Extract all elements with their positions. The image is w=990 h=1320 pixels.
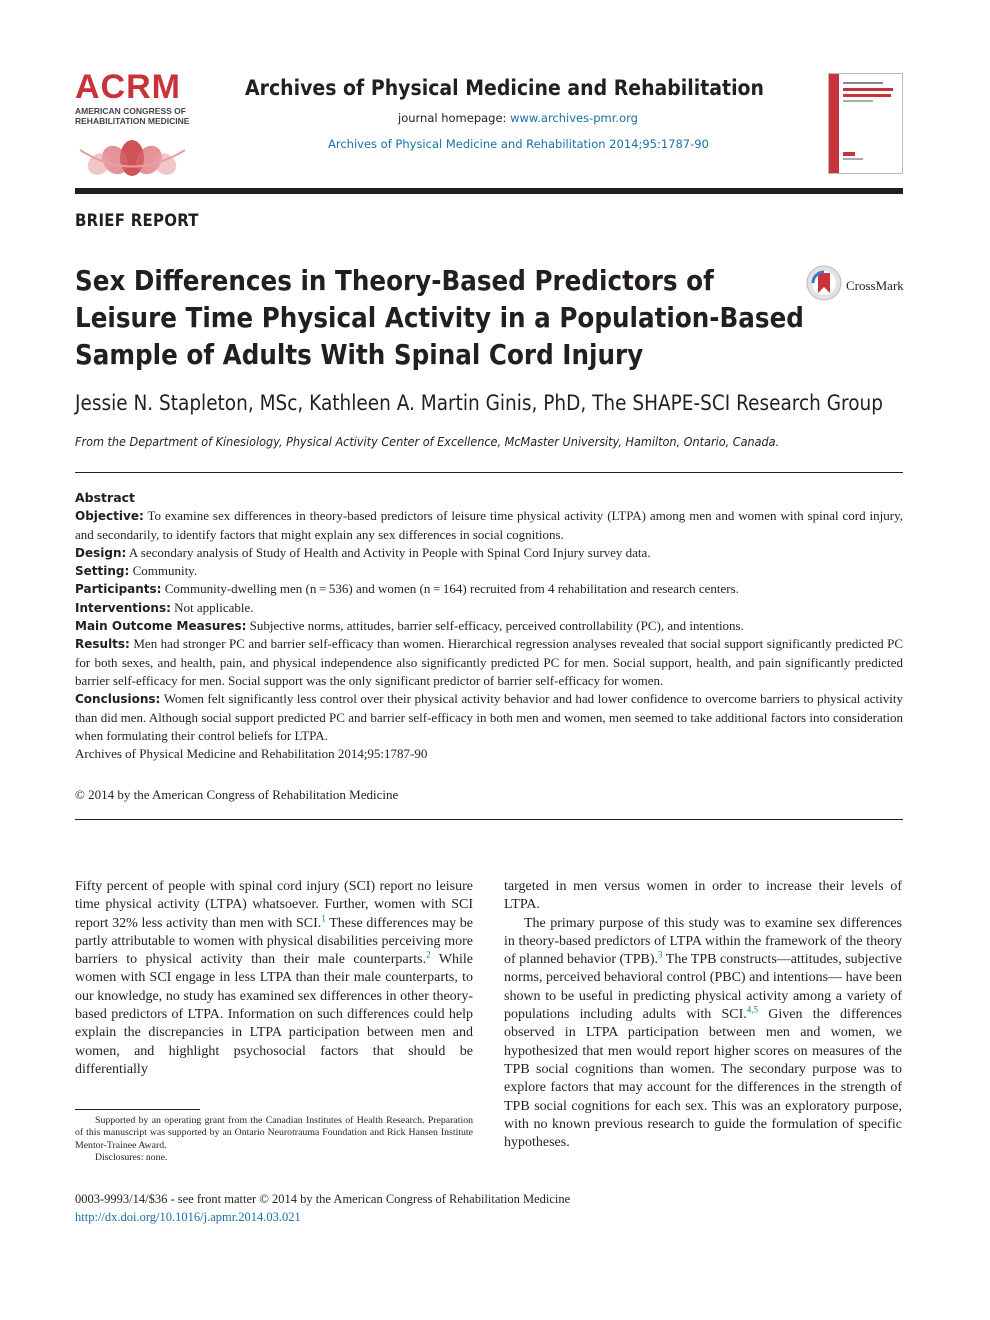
title-line: Sex Differences in Theory-Based Predicto…: [75, 264, 714, 297]
conclusions-text: Women felt significantly less control ov…: [75, 691, 903, 743]
article-type-label: BRIEF REPORT: [75, 211, 199, 231]
body-text: These differences may be partly attribut…: [75, 915, 473, 968]
disclosures-footnote: Disclosures: none.: [95, 1151, 168, 1163]
crossmark-icon[interactable]: [806, 265, 842, 301]
body-text: Fifty percent of people with spinal cord…: [75, 879, 473, 931]
logo-subtitle-line1: AMERICAN CONGRESS OF: [75, 106, 186, 116]
design-text: A secondary analysis of Study of Health …: [128, 544, 651, 560]
abstract-setting: Setting: Community.: [75, 562, 903, 580]
title-line: Leisure Time Physical Activity in a Popu…: [75, 301, 804, 334]
abstract-design: Design: A secondary analysis of Study of…: [75, 544, 903, 562]
interventions-label: Interventions:: [75, 600, 171, 615]
logo-subtitle-line2: REHABILITATION MEDICINE: [75, 116, 190, 126]
participants-label: Participants:: [75, 582, 162, 597]
results-label: Results:: [75, 637, 130, 652]
outcome-label: Main Outcome Measures:: [75, 619, 247, 634]
body-text: While women with SCI engage in less LTPA…: [75, 952, 473, 1077]
abstract-outcome-measures: Main Outcome Measures: Subjective norms,…: [75, 617, 903, 635]
funding-footnote: Supported by an operating grant from the…: [75, 1115, 473, 1151]
journal-citation[interactable]: Archives of Physical Medicine and Rehabi…: [328, 137, 709, 151]
journal-title: Archives of Physical Medicine and Rehabi…: [245, 76, 764, 100]
conclusions-label: Conclusions:: [75, 692, 161, 707]
participants-text: Community-dwelling men (n = 536) and wom…: [164, 581, 739, 597]
body-paragraph: Fifty percent of people with spinal cord…: [75, 878, 473, 1079]
abstract-citation: Archives of Physical Medicine and Rehabi…: [75, 746, 428, 762]
author-affiliation: From the Department of Kinesiology, Phys…: [75, 434, 780, 449]
homepage-link[interactable]: www.archives-pmr.org: [510, 111, 638, 125]
abstract-objective: Objective: To examine sex differences in…: [75, 507, 903, 544]
setting-label: Setting:: [75, 564, 130, 579]
body-text: The TPB constructs—attitudes, subjective…: [504, 952, 902, 1023]
doi-link[interactable]: http://dx.doi.org/10.1016/j.apmr.2014.03…: [75, 1210, 301, 1224]
body-column-left: Fifty percent of people with spinal cord…: [75, 878, 473, 1079]
outcome-text: Subjective norms, attitudes, barrier sel…: [249, 618, 744, 634]
journal-homepage: journal homepage: www.archives-pmr.org: [398, 111, 638, 125]
lotus-icon: [79, 140, 186, 176]
homepage-label: journal homepage:: [398, 111, 507, 125]
results-text: Men had stronger PC and barrier self-eff…: [75, 636, 904, 688]
design-label: Design:: [75, 545, 127, 560]
header-rule: [75, 188, 903, 194]
footnotes: Supported by an operating grant from the…: [75, 1115, 473, 1164]
abstract-conclusions: Conclusions: Women felt significantly le…: [75, 690, 903, 745]
page-footer: 0003-9993/14/$36 - see front matter © 20…: [75, 1190, 570, 1226]
abstract: Abstract Objective: To examine sex diffe…: [75, 489, 903, 763]
author-list: Jessie N. Stapleton, MSc, Kathleen A. Ma…: [75, 391, 883, 415]
body-text: Given the differences observed in LTPA p…: [504, 1007, 902, 1151]
logo-subtitle: AMERICAN CONGRESS OF REHABILITATION MEDI…: [75, 106, 205, 126]
cover-artwork: [843, 82, 893, 160]
abstract-bottom-rule: [75, 819, 903, 821]
body-column-right: targeted in men versus women in order to…: [504, 878, 902, 1152]
body-paragraph: The primary purpose of this study was to…: [504, 915, 902, 1153]
title-line: Sample of Adults With Spinal Cord Injury: [75, 338, 644, 371]
interventions-text: Not applicable.: [174, 599, 254, 615]
body-text: The primary purpose of this study was to…: [504, 915, 902, 968]
cover-spine: [829, 74, 839, 173]
reference-link[interactable]: 2: [426, 949, 431, 960]
abstract-results: Results: Men had stronger PC and barrier…: [75, 635, 903, 690]
abstract-copyright: © 2014 by the American Congress of Rehab…: [75, 787, 399, 802]
journal-cover-thumbnail: [828, 73, 903, 174]
setting-text: Community.: [132, 563, 198, 579]
objective-label: Objective:: [75, 509, 144, 524]
abstract-top-rule: [75, 472, 903, 474]
abstract-heading: Abstract: [75, 490, 136, 505]
article-title: Sex Differences in Theory-Based Predicto…: [75, 262, 804, 373]
reference-link[interactable]: 1: [321, 912, 326, 923]
reference-link[interactable]: 4,5: [746, 1004, 759, 1015]
reference-link[interactable]: 3: [658, 949, 663, 960]
body-paragraph: targeted in men versus women in order to…: [504, 879, 902, 913]
logo-text: ACRM: [75, 68, 181, 106]
abstract-interventions: Interventions: Not applicable.: [75, 599, 903, 617]
front-matter: 0003-9993/14/$36 - see front matter © 20…: [75, 1192, 571, 1206]
crossmark-label[interactable]: CrossMark: [846, 278, 904, 293]
abstract-participants: Participants: Community-dwelling men (n …: [75, 580, 903, 598]
objective-text: To examine sex differences in theory-bas…: [75, 508, 903, 542]
footnote-rule: [75, 1109, 200, 1110]
